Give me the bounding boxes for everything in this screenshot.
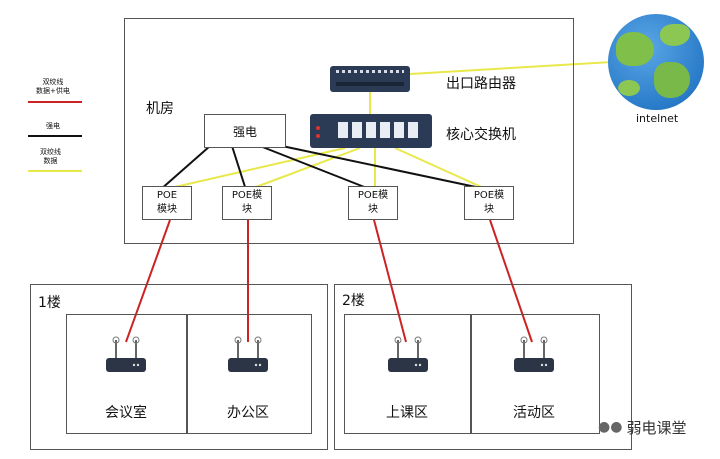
floor1-label: 1楼 <box>38 295 61 311</box>
legend-line-data <box>28 170 82 172</box>
floor2-room-2 <box>470 314 600 434</box>
poe-module-4: POE模 块 <box>464 186 514 220</box>
wechat-icon: ●● <box>598 419 623 435</box>
floor2-room-1-label: 上课区 <box>386 405 428 421</box>
floor1-room-1 <box>66 314 188 434</box>
power-label: 强电 <box>232 124 257 139</box>
floor1-room-2 <box>186 314 312 434</box>
legend-line-data-power <box>28 101 82 103</box>
power-poe3-line <box>259 145 373 191</box>
power-poe2-line <box>231 145 247 191</box>
power-poe1-line <box>159 145 211 191</box>
floor2-room-2-label: 活动区 <box>513 405 555 421</box>
core-switch-label: 核心交换机 <box>446 127 516 143</box>
legend-label-power: 强电 <box>46 122 60 130</box>
ap-icon-activity-area <box>512 334 556 374</box>
poe-module-3: POE模 块 <box>348 186 398 220</box>
floor1-room-2-label: 办公区 <box>227 405 269 421</box>
switch-poe1-data-line <box>161 147 346 191</box>
router-icon <box>330 66 410 92</box>
poe-module-2: POE模 块 <box>222 186 272 220</box>
core-switch-icon <box>310 114 432 148</box>
switch-poe2-data-line <box>247 147 361 191</box>
legend-label-data: 双绞线 数据 <box>40 148 61 165</box>
power-box: 强电 <box>204 114 286 148</box>
watermark-text: 弱电课堂 <box>626 418 687 437</box>
router-internet-data-line <box>409 61 613 75</box>
floor1-room-1-label: 会议室 <box>105 405 147 421</box>
poe-module-1: POE 模块 <box>142 186 192 220</box>
legend-line-power <box>28 135 82 137</box>
poe1-ap-line <box>125 219 171 343</box>
router-label: 出口路由器 <box>446 76 516 92</box>
floor2-label: 2楼 <box>342 293 365 309</box>
machine-room-box <box>124 18 574 244</box>
watermark: ●● 弱电课堂 <box>598 416 686 438</box>
poe3-ap-line <box>373 219 407 343</box>
power-poe4-line <box>281 145 491 191</box>
ap-icon-class-area <box>386 334 430 374</box>
internet-label: intelnet <box>636 112 679 125</box>
floor1-box <box>30 284 328 450</box>
poe4-ap-line <box>489 219 533 343</box>
machine-room-label: 机房 <box>146 101 174 117</box>
floor2-room-1 <box>344 314 472 434</box>
ap-icon-office <box>226 334 270 374</box>
legend-label-data-power: 双绞线 数据+供电 <box>36 78 70 95</box>
globe-icon <box>608 14 704 110</box>
switch-poe4-data-line <box>394 147 489 191</box>
ap-icon-meeting-room <box>104 334 148 374</box>
floor2-box <box>334 284 632 450</box>
